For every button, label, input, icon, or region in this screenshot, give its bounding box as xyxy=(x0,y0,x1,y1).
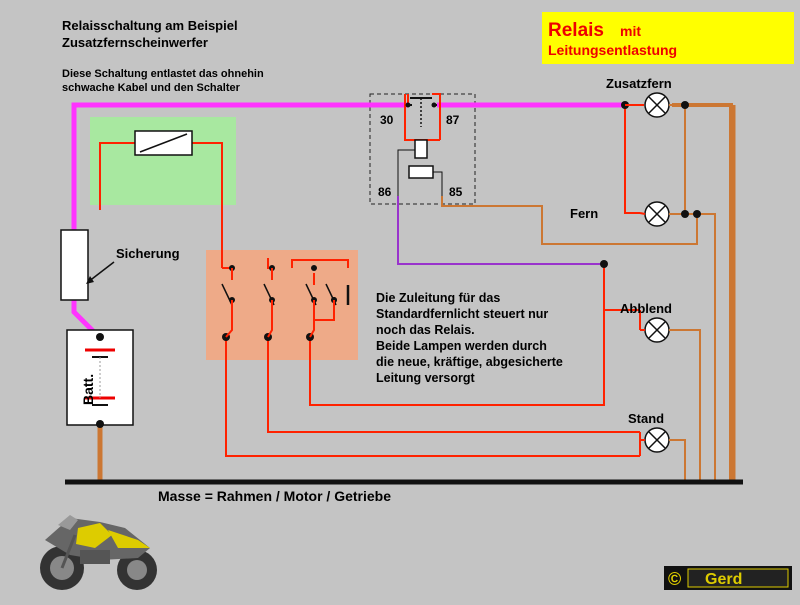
feed-wire xyxy=(71,102,408,340)
title-line-1: Relaisschaltung am Beispiel xyxy=(62,18,238,33)
fuse-pointer xyxy=(87,261,115,283)
lamp-zusatzfern xyxy=(625,92,670,118)
relay-pin-87: 87 xyxy=(446,113,460,127)
battery-terminal-top xyxy=(96,333,104,341)
subtitle-line-2: schwache Kabel und den Schalter xyxy=(62,82,241,94)
relay-contact-dot-right xyxy=(431,102,437,108)
badge-sub-text: Leitungsentlastung xyxy=(548,42,677,58)
note-line-4: Beide Lampen werden durch xyxy=(376,339,547,353)
note-line-1: Die Zuleitung für das xyxy=(376,291,500,305)
badge-mit-text: mit xyxy=(620,23,641,39)
copyright-name: Gerd xyxy=(705,571,742,588)
lamp-stand xyxy=(644,427,670,453)
fuse-pointer-head xyxy=(86,276,94,284)
lamp-label-fern: Fern xyxy=(570,206,598,221)
copyright-symbol: © xyxy=(668,569,681,589)
switched-wires xyxy=(99,93,640,457)
fuse xyxy=(60,229,89,301)
relay-box xyxy=(369,93,476,205)
title-line-2: Zusatzfernscheinwerfer xyxy=(62,35,208,50)
motorcycle-illustration xyxy=(40,515,157,590)
badge-main-text: Relais xyxy=(548,20,604,41)
lamp-abblend xyxy=(644,317,670,343)
lamp-label-stand: Stand xyxy=(628,411,664,426)
relay-coil xyxy=(408,165,434,179)
lamp-label-abblend: Abblend xyxy=(620,301,672,316)
switch-internal-wires xyxy=(225,268,335,338)
note-line-6: Leitung versorgt xyxy=(376,371,475,385)
copyright-inner xyxy=(687,568,789,588)
fuse-label: Sicherung xyxy=(116,246,180,261)
switch-housing-diagonal xyxy=(139,133,188,153)
explanation-note: Die Zuleitung für das Standardfernlicht … xyxy=(376,291,563,385)
battery-label: Batt. xyxy=(80,374,96,405)
control-wire xyxy=(397,196,604,265)
lamp-leads xyxy=(639,212,646,456)
note-line-3: noch das Relais. xyxy=(376,323,475,337)
subtitle-line-1: Diese Schaltung entlastet das ohnehin xyxy=(62,68,264,80)
note-line-2: Standardfernlicht steuert nur xyxy=(376,307,548,321)
relay-coil-wire-left xyxy=(397,149,415,196)
relay-pin-86: 86 xyxy=(378,185,392,199)
relay-coil-wire-right xyxy=(433,171,443,196)
relay-badge xyxy=(542,12,794,64)
relay-armature xyxy=(414,139,428,159)
lamp-label-zusatzfern: Zusatzfern xyxy=(606,76,672,91)
ground-label: Masse = Rahmen / Motor / Getriebe xyxy=(158,488,391,504)
note-line-5: die neue, kräftige, abgesicherte xyxy=(376,355,563,369)
battery-terminal-bottom xyxy=(96,420,104,428)
lamp-fern xyxy=(644,201,670,227)
relay-pin-85: 85 xyxy=(449,185,463,199)
switch-housing-area xyxy=(90,117,236,205)
relay-pin-30: 30 xyxy=(380,113,394,127)
relay-contact-dot-left xyxy=(405,102,411,108)
lamp-return-leads xyxy=(669,104,672,441)
